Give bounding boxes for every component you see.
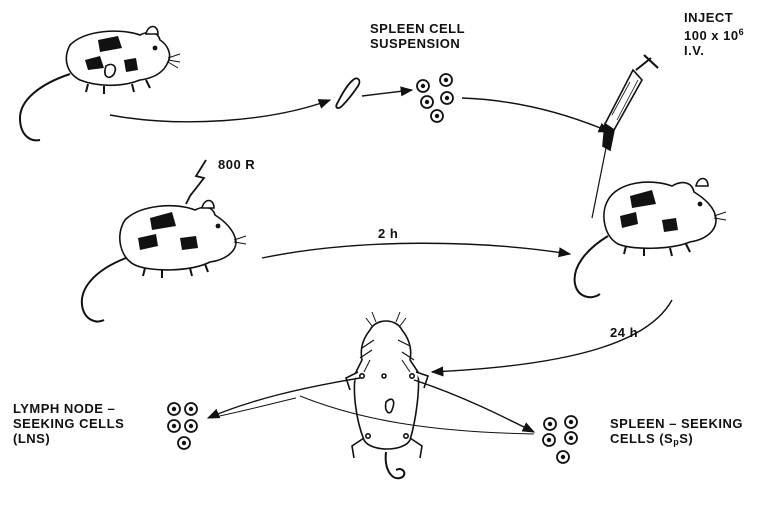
inject-line-2: 100 x 106 (684, 25, 744, 43)
donor-mouse-icon (20, 27, 180, 141)
lightning-bolt-icon (186, 160, 206, 204)
lymph-node-seeking-cells-label: LYMPH NODE – SEEKING CELLS (LNS) (13, 401, 124, 446)
inject-line-3: I.V. (684, 43, 744, 58)
irradiated-mouse-icon (82, 201, 246, 322)
spleen-cell-cluster-icon (417, 74, 453, 122)
inject-dose-base: 100 x 10 (684, 28, 739, 43)
arrow-2h (262, 243, 570, 258)
sps-line-1: SPLEEN – SEEKING (610, 416, 743, 431)
inject-dose-exponent: 6 (739, 27, 745, 37)
recipient-mouse-icon (575, 179, 726, 298)
irradiation-dose-label: 800 R (218, 157, 255, 172)
arrow-to-sps (414, 380, 534, 432)
arrow-to-lns-2 (210, 398, 296, 418)
lns-line-1: LYMPH NODE – (13, 401, 124, 416)
arrow-spleen-to-cells (362, 90, 412, 96)
arrow-cells-to-syringe (462, 98, 610, 132)
dissected-mouse-icon (346, 312, 428, 478)
spleen-suspension-line-2: SUSPENSION (370, 36, 465, 51)
arrow-to-lns (208, 378, 360, 418)
time-2h-label: 2 h (378, 226, 398, 241)
arrow-mouse-to-spleen (110, 100, 330, 122)
sps-line-2-pre: CELLS (S (610, 431, 673, 446)
lns-line-3: (LNS) (13, 431, 124, 446)
inject-label: INJECT 100 x 106 I.V. (684, 10, 744, 58)
time-24h-label: 24 h (610, 325, 638, 340)
spleen-seeking-cells-label: SPLEEN – SEEKING CELLS (SpS) (610, 416, 743, 450)
spleen-icon (336, 78, 359, 108)
inject-line-1: INJECT (684, 10, 744, 25)
spleen-suspension-line-1: SPLEEN CELL (370, 21, 465, 36)
lns-line-2: SEEKING CELLS (13, 416, 124, 431)
sps-line-2: CELLS (SpS) (610, 431, 743, 450)
spleen-cell-suspension-label: SPLEEN CELL SUSPENSION (370, 21, 465, 51)
lymph-node-cell-cluster-icon (168, 403, 197, 449)
spleen-seeking-cell-cluster-icon (543, 416, 577, 463)
sps-line-2-post: S) (679, 431, 693, 446)
